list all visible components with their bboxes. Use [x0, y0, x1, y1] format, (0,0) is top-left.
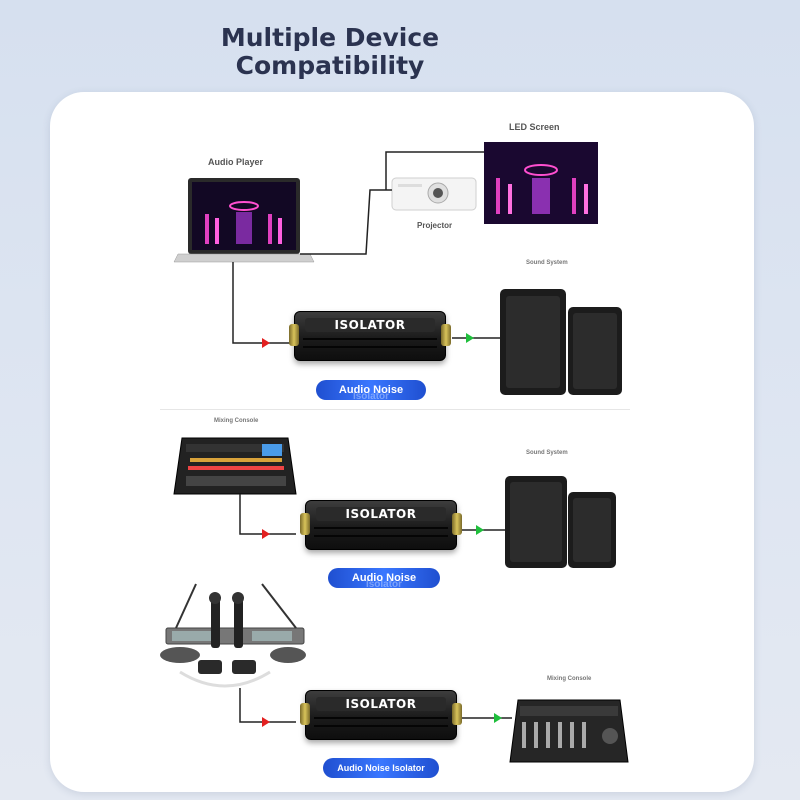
- input-arrow-icon: [262, 717, 270, 727]
- audio-noise-isolator-badge: Audio Noise Isolator: [316, 380, 426, 400]
- mixing-console-icon: [509, 699, 629, 763]
- sound-system-label: Sound System: [526, 450, 568, 456]
- led-screen-icon: [484, 142, 598, 224]
- projector-label: Projector: [417, 221, 453, 230]
- speaker-icon: [505, 476, 616, 568]
- sound-system-label: Sound System: [526, 260, 568, 266]
- isolator-device: ISOLATOR: [289, 311, 451, 361]
- mixing-console-icon: [173, 437, 297, 495]
- section-divider: [160, 409, 630, 410]
- projector-icon: [391, 177, 477, 211]
- page-title: Multiple Device Compatibility: [220, 23, 440, 80]
- isolator-device: ISOLATOR: [300, 500, 462, 550]
- output-arrow-icon: [476, 525, 484, 535]
- led-screen-label: LED Screen: [509, 122, 560, 132]
- audio-player-label: Audio Player: [208, 157, 264, 167]
- mixing-console-label: Mixing Console: [547, 676, 592, 682]
- audio-noise-isolator-badge: Audio Noise Isolator: [328, 568, 440, 588]
- wireless-microphone-icon: [160, 583, 306, 688]
- input-arrow-icon: [262, 529, 270, 539]
- speaker-icon: [500, 289, 622, 395]
- input-arrow-icon: [262, 338, 270, 348]
- mixing-console-label: Mixing Console: [214, 418, 259, 424]
- output-arrow-icon: [494, 713, 502, 723]
- output-arrow-icon: [466, 333, 474, 343]
- laptop-icon: [173, 178, 315, 263]
- audio-noise-isolator-badge: Audio Noise Isolator: [323, 758, 439, 778]
- isolator-device: ISOLATOR: [300, 690, 462, 740]
